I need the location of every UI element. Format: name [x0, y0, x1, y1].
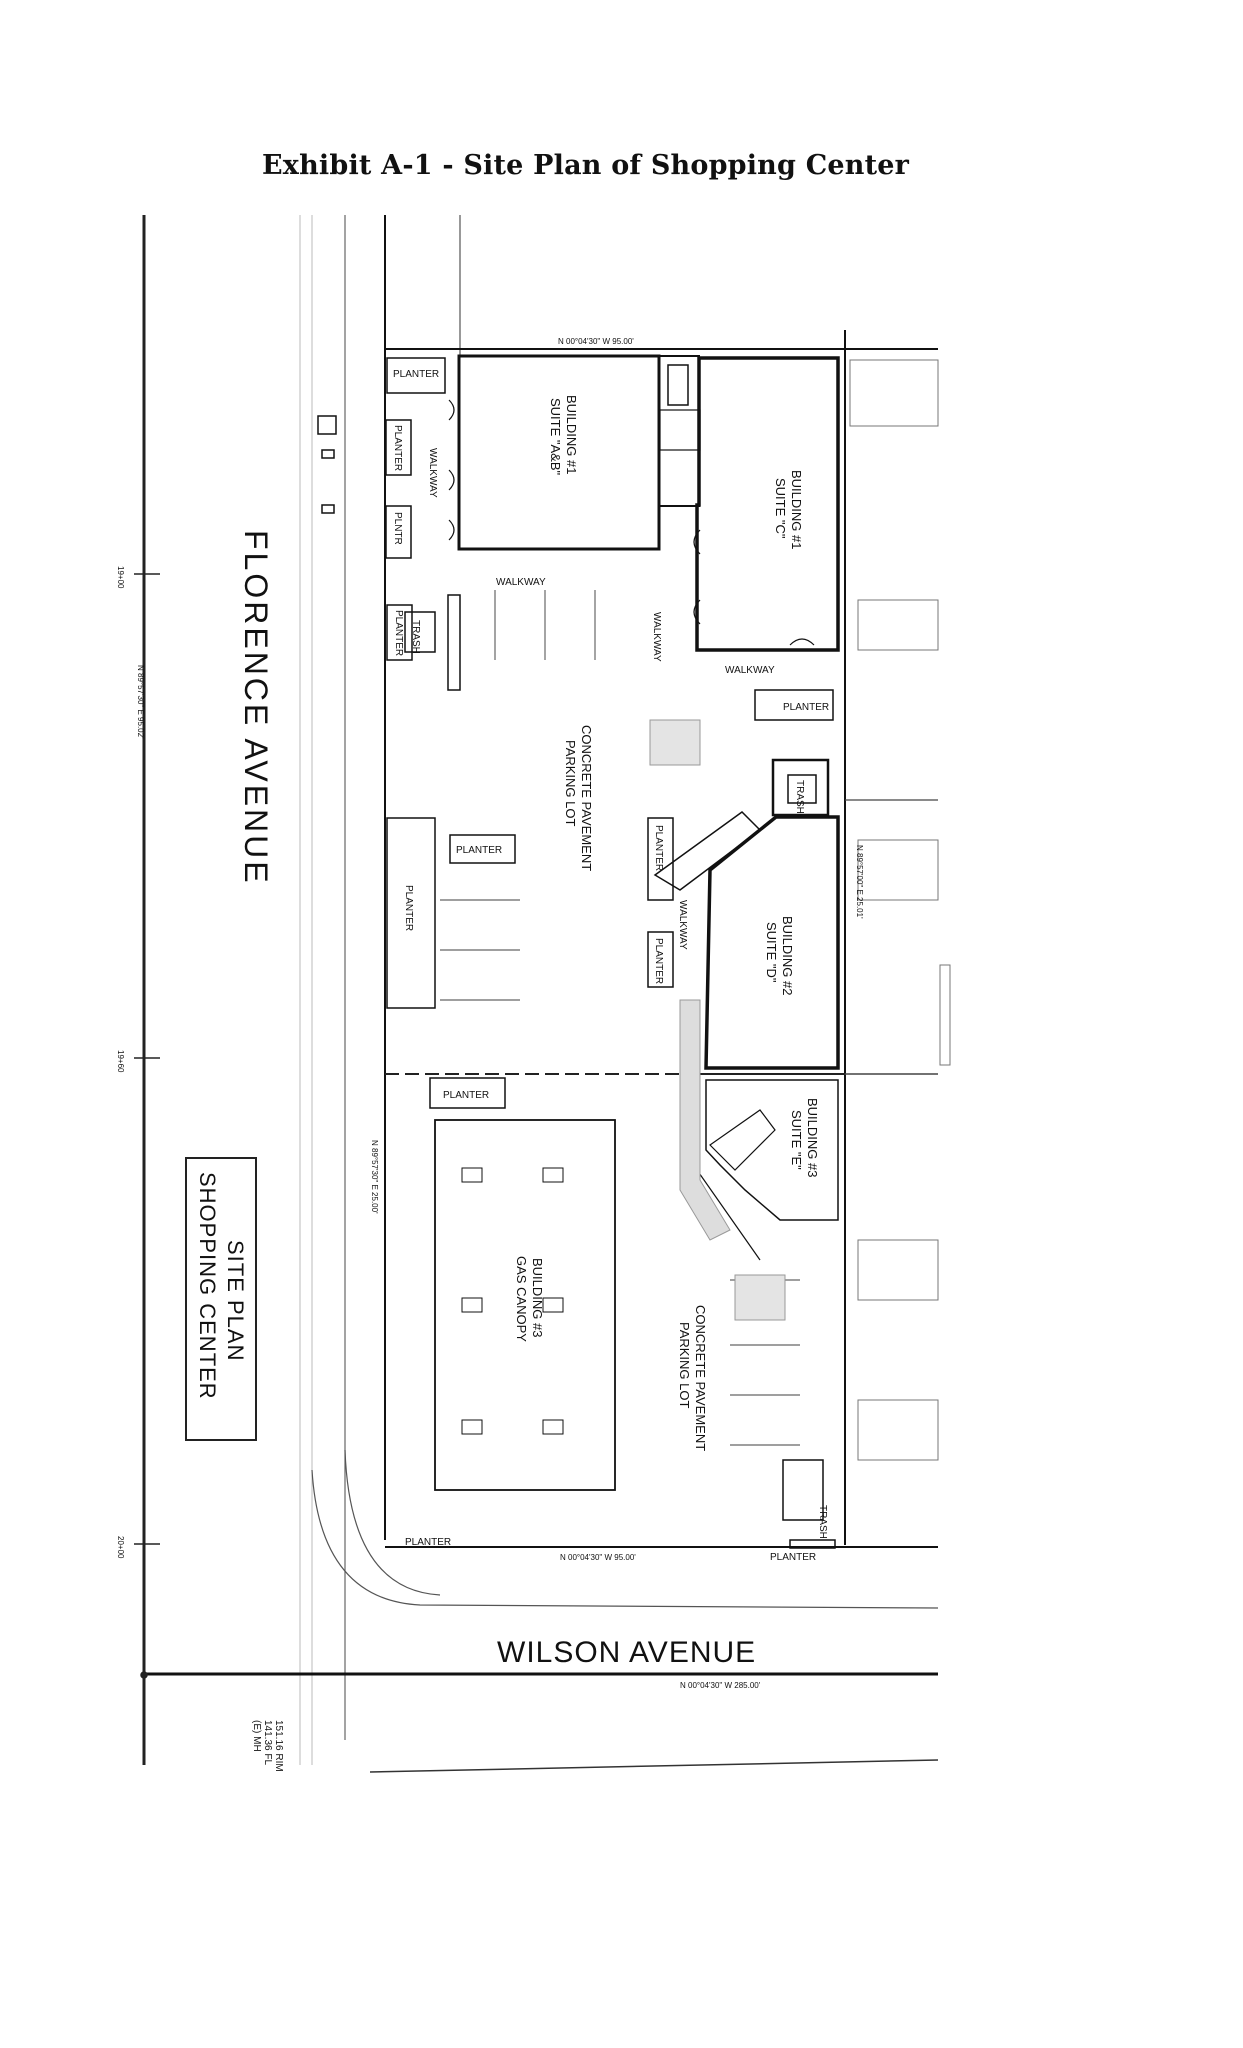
planter-mid: PLANTER [443, 1090, 489, 1101]
planter-d2: PLANTER [653, 938, 664, 984]
bearing-east: N 89°57'00" E 25.01' [855, 845, 864, 919]
walkway-ab: WALKWAY [427, 448, 438, 498]
planter-d1: PLANTER [653, 825, 664, 871]
planter-nw: PLANTER [393, 369, 439, 380]
wilson-avenue-label: WILSON AVENUE [497, 1636, 756, 1669]
hatched-areas [649, 719, 786, 1321]
site-features [317, 357, 836, 1549]
lot-south-line1: CONCRETE PAVEMENT [693, 1305, 708, 1451]
lot-north-line2: PARKING LOT [563, 740, 578, 827]
planter-se: PLANTER [770, 1552, 816, 1563]
building-3-suite-e [689, 1079, 839, 1261]
lot-north-line1: CONCRETE PAVEMENT [579, 725, 594, 871]
building-2-d-line2: SUITE "D" [764, 922, 779, 983]
site-plan-stamp: SITE PLAN SHOPPING CENTER [185, 1157, 257, 1441]
building-2-d-line1: BUILDING #2 [780, 916, 795, 995]
planter-w4: PLANTER [403, 885, 414, 931]
benchmark-line3: (E) MH [251, 1720, 262, 1752]
benchmark-line1: 151.16 RIM [273, 1720, 284, 1772]
stamp-line-1: SITE PLAN [223, 1240, 248, 1361]
walkway-c: WALKWAY [651, 612, 662, 662]
gas-canopy [434, 1119, 616, 1491]
benchmark-line2: 141.36 FL [262, 1720, 273, 1765]
lot-south-line2: PARKING LOT [677, 1322, 692, 1409]
building-1-ab-line2: SUITE "A&B" [548, 398, 563, 476]
station-3: 20+00 [116, 1536, 125, 1559]
florence-avenue-label: FLORENCE AVENUE [238, 530, 274, 886]
plntr-w2: PLNTR [392, 512, 403, 545]
bearing-south: N 00°04'30" W 95.00' [560, 1553, 636, 1562]
walkway-d: WALKWAY [677, 900, 688, 950]
building-1-ab-line1: BUILDING #1 [564, 395, 579, 474]
planter-lot: PLANTER [456, 845, 502, 856]
walkway-mid: WALKWAY [496, 577, 546, 588]
building-3-e-line1: BUILDING #3 [805, 1098, 820, 1177]
page-title: Exhibit A-1 - Site Plan of Shopping Cent… [262, 150, 910, 181]
bearing-north: N 00°04'30" W 95.00' [558, 337, 634, 346]
building-2-suite-d [653, 811, 840, 1070]
trash-se: TRASH [817, 1505, 828, 1539]
trash-ne: TRASH [794, 780, 805, 814]
building-3-e-line2: SUITE "E" [789, 1110, 804, 1170]
station-2: 19+60 [116, 1050, 125, 1073]
station-ticks [134, 573, 160, 1679]
street-lines [142, 215, 951, 1773]
building-1-c-line2: SUITE "C" [773, 478, 788, 539]
gas-canopy-line2: GAS CANOPY [514, 1256, 529, 1342]
station-1: 19+00 [116, 566, 125, 589]
walkway-c-south: WALKWAY [725, 665, 775, 676]
bearing-mid: N 89°57'30" E 95.02' [136, 665, 145, 739]
bearing-wilson: N 00°04'30" W 285.00' [680, 1681, 761, 1690]
bearing-west: N 89°57'30" E 25.00' [370, 1140, 379, 1214]
planter-ne: PLANTER [783, 702, 829, 713]
planter-w3: PLANTER [393, 610, 404, 656]
planter-w1: PLANTER [392, 425, 403, 471]
planter-sw: PLANTER [405, 1537, 451, 1548]
building-1-c-line1: BUILDING #1 [789, 470, 804, 549]
gas-canopy-line1: BUILDING #3 [530, 1258, 545, 1337]
trash-nw: TRASH [410, 620, 421, 654]
building-1-suite-ab [448, 354, 701, 551]
stamp-line-2: SHOPPING CENTER [195, 1172, 220, 1400]
building-1-suite-c [693, 356, 840, 652]
